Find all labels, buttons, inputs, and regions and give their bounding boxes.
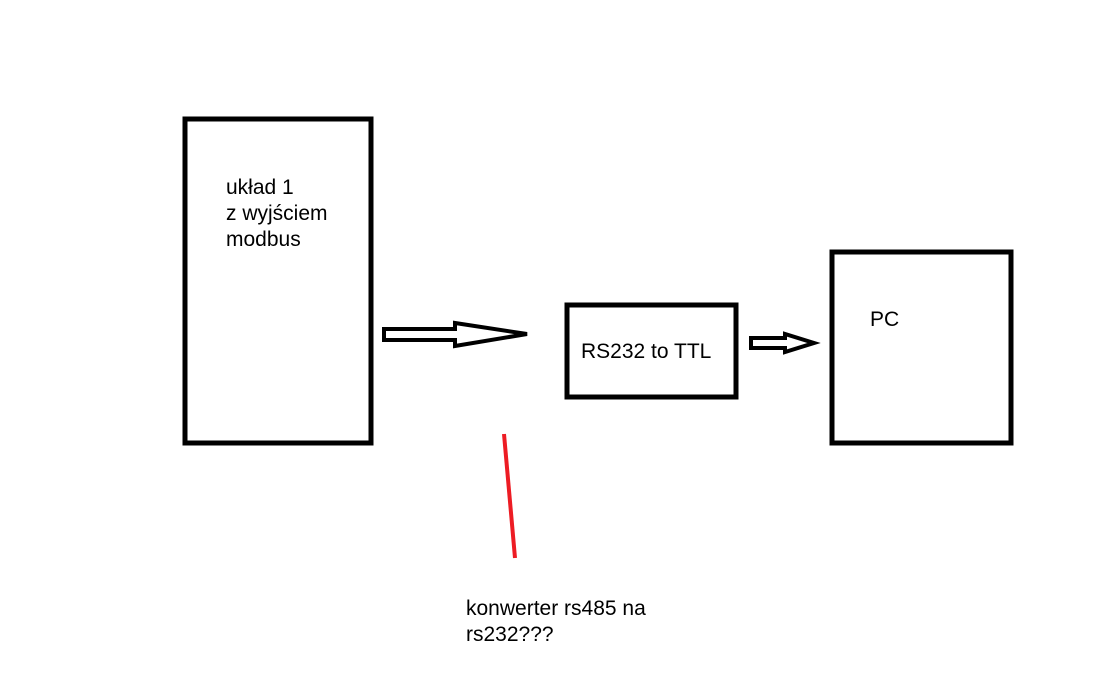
arrow-device-to-converter: [382, 320, 528, 349]
pc-block: [829, 249, 1014, 446]
device-block: [182, 116, 374, 446]
pc-label: PC: [870, 308, 900, 331]
annotation-pointer-line: [502, 433, 517, 559]
arrow-converter-to-pc: [749, 331, 821, 355]
device-label-line: układ 1: [226, 176, 294, 199]
annotation-text: konwerter rs485 na rs232???: [466, 596, 646, 648]
annotation-line: rs232???: [466, 623, 554, 646]
device-label-line: modbus: [226, 228, 301, 251]
device-label-line: z wyjściem: [226, 202, 328, 225]
converter-label: RS232 to TTL: [581, 340, 712, 363]
device-label: układ 1 z wyjściem modbus: [226, 175, 328, 253]
annotation-line: konwerter rs485 na: [466, 597, 646, 620]
converter-block: [564, 302, 739, 400]
